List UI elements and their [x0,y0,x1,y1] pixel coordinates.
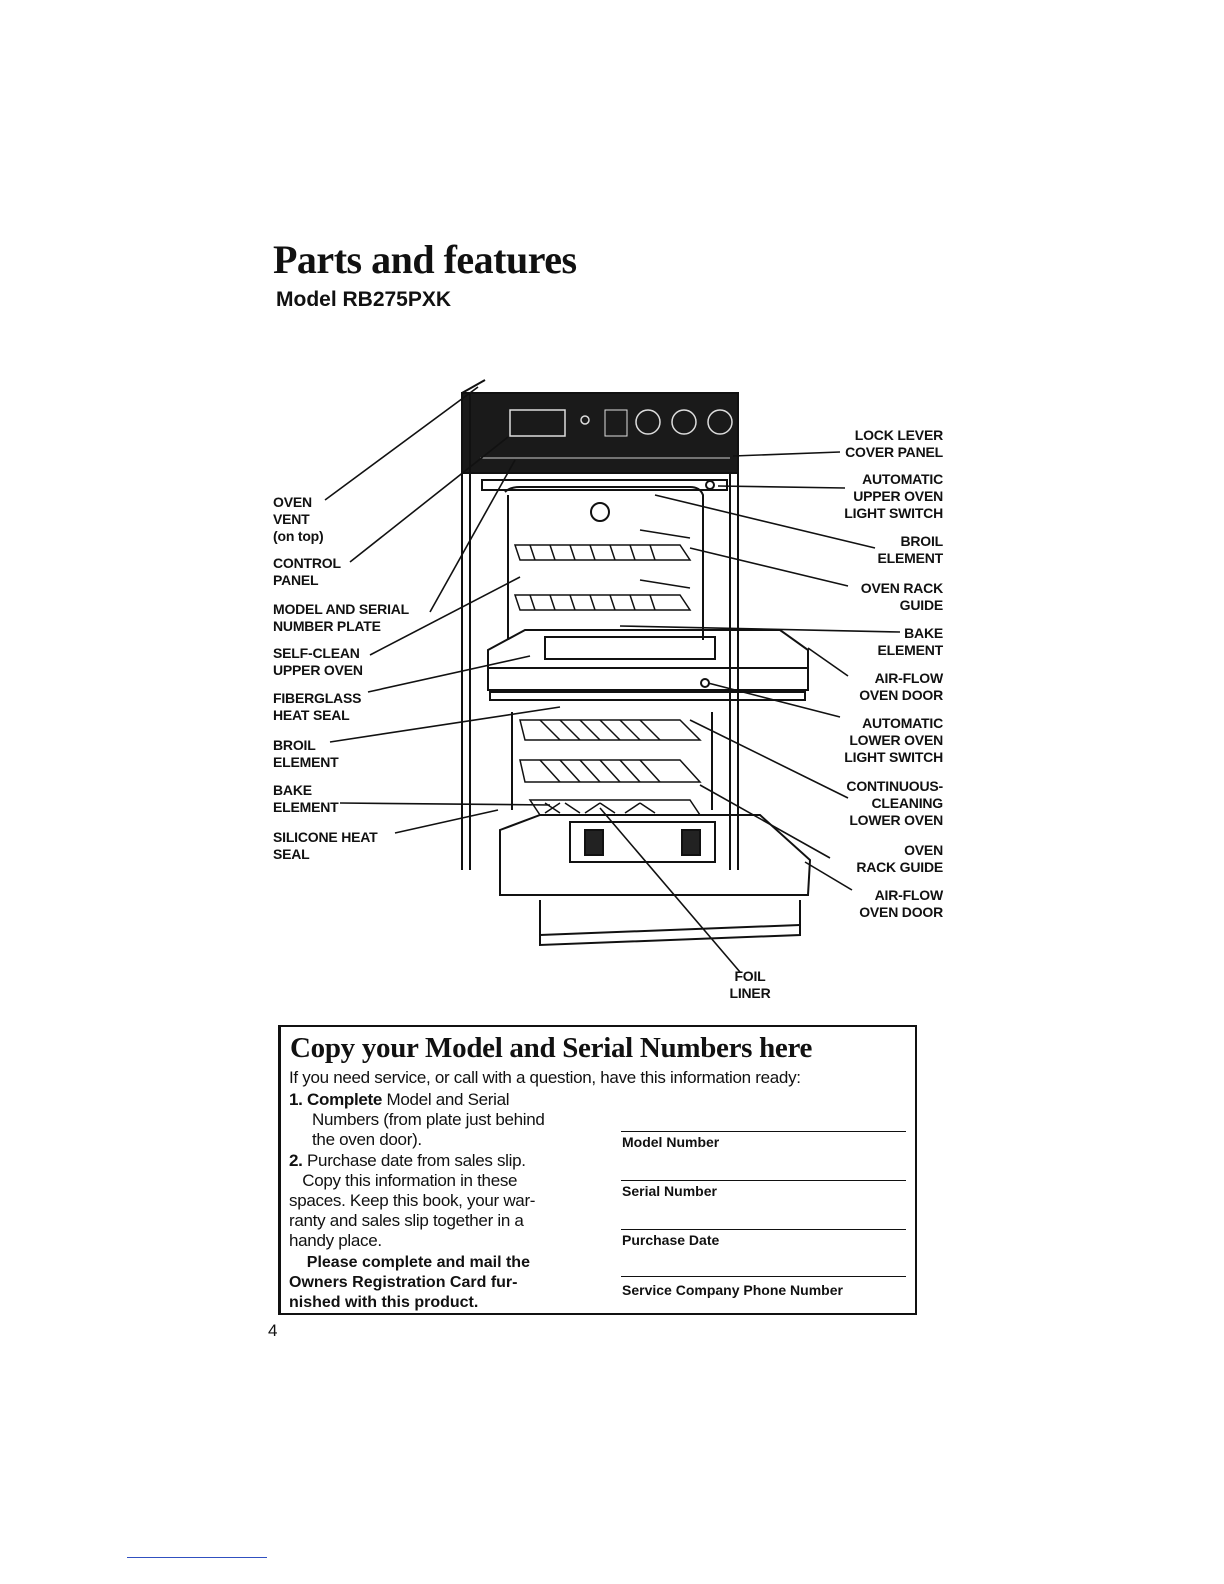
label-continuous-cleaning-lower-oven: CONTINUOUS- CLEANING LOWER OVEN [846,778,943,828]
registration-notice: Please complete and mail the Owners Regi… [289,1254,530,1311]
serial-number-box [278,1025,917,1315]
page-title: Parts and features [273,237,577,282]
label-lock-lever-cover-panel: LOCK LEVER COVER PANEL [845,427,943,460]
step-2-number: 2. [289,1151,303,1170]
label-control-panel: CONTROL PANEL [273,555,341,588]
label-fiberglass-heat-seal: FIBERGLASS HEAT SEAL [273,690,362,723]
label-broil-element-right: BROIL ELEMENT [877,533,944,566]
label-model-serial-plate: MODEL AND SERIAL NUMBER PLATE [273,601,410,634]
step-1-bold: Complete [307,1090,383,1109]
label-silicone-heat-seal: SILICONE HEAT SEAL [273,829,378,862]
label-oven-rack-guide-upper: OVEN RACK GUIDE [860,580,943,613]
label-broil-element-left: BROIL ELEMENT [273,737,339,770]
serial-number-label: Serial Number [622,1183,717,1199]
label-oven-rack-guide-lower: OVEN RACK GUIDE [856,842,943,875]
serial-box-intro: If you need service, or call with a ques… [289,1068,801,1087]
serial-box-title: Copy your Model and Serial Numbers here [290,1032,813,1064]
step-1-text: Model and Serial [382,1090,510,1109]
label-foil-liner: FOIL LINER [729,968,771,1001]
label-automatic-upper-oven-light-switch: AUTOMATIC UPPER OVEN LIGHT SWITCH [844,471,943,521]
page-number: 4 [268,1321,278,1340]
footer-rule [127,1557,267,1558]
label-oven-vent: OVEN VENT (on top) [273,494,324,544]
label-air-flow-oven-door-upper: AIR-FLOW OVEN DOOR [859,670,943,703]
model-number-label: Model Number [622,1134,720,1150]
purchase-date-label: Purchase Date [622,1232,720,1248]
step-2-continued: Copy this information in these spaces. K… [289,1171,536,1250]
label-self-clean-upper-oven: SELF-CLEAN UPPER OVEN [273,645,363,678]
step-2-text: Purchase date from sales slip. [302,1151,526,1170]
label-air-flow-oven-door-lower: AIR-FLOW OVEN DOOR [859,887,943,920]
serial-number-line [621,1180,906,1181]
service-phone-line [621,1276,906,1277]
label-bake-element-left: BAKE ELEMENT [273,782,339,815]
step-1: 1. Complete Model and Serial [289,1090,510,1110]
service-phone-label: Service Company Phone Number [622,1282,843,1298]
model-number-line [621,1131,906,1132]
label-automatic-lower-oven-light-switch: AUTOMATIC LOWER OVEN LIGHT SWITCH [844,715,943,765]
step-2: 2. Purchase date from sales slip. [289,1151,526,1171]
purchase-date-line [621,1229,906,1230]
label-bake-element-right: BAKE ELEMENT [877,625,944,658]
step-1-number: 1. [289,1090,303,1109]
model-subtitle: Model RB275PXK [276,288,452,311]
step-1-continued: Numbers (from plate just behind the oven… [312,1110,545,1149]
